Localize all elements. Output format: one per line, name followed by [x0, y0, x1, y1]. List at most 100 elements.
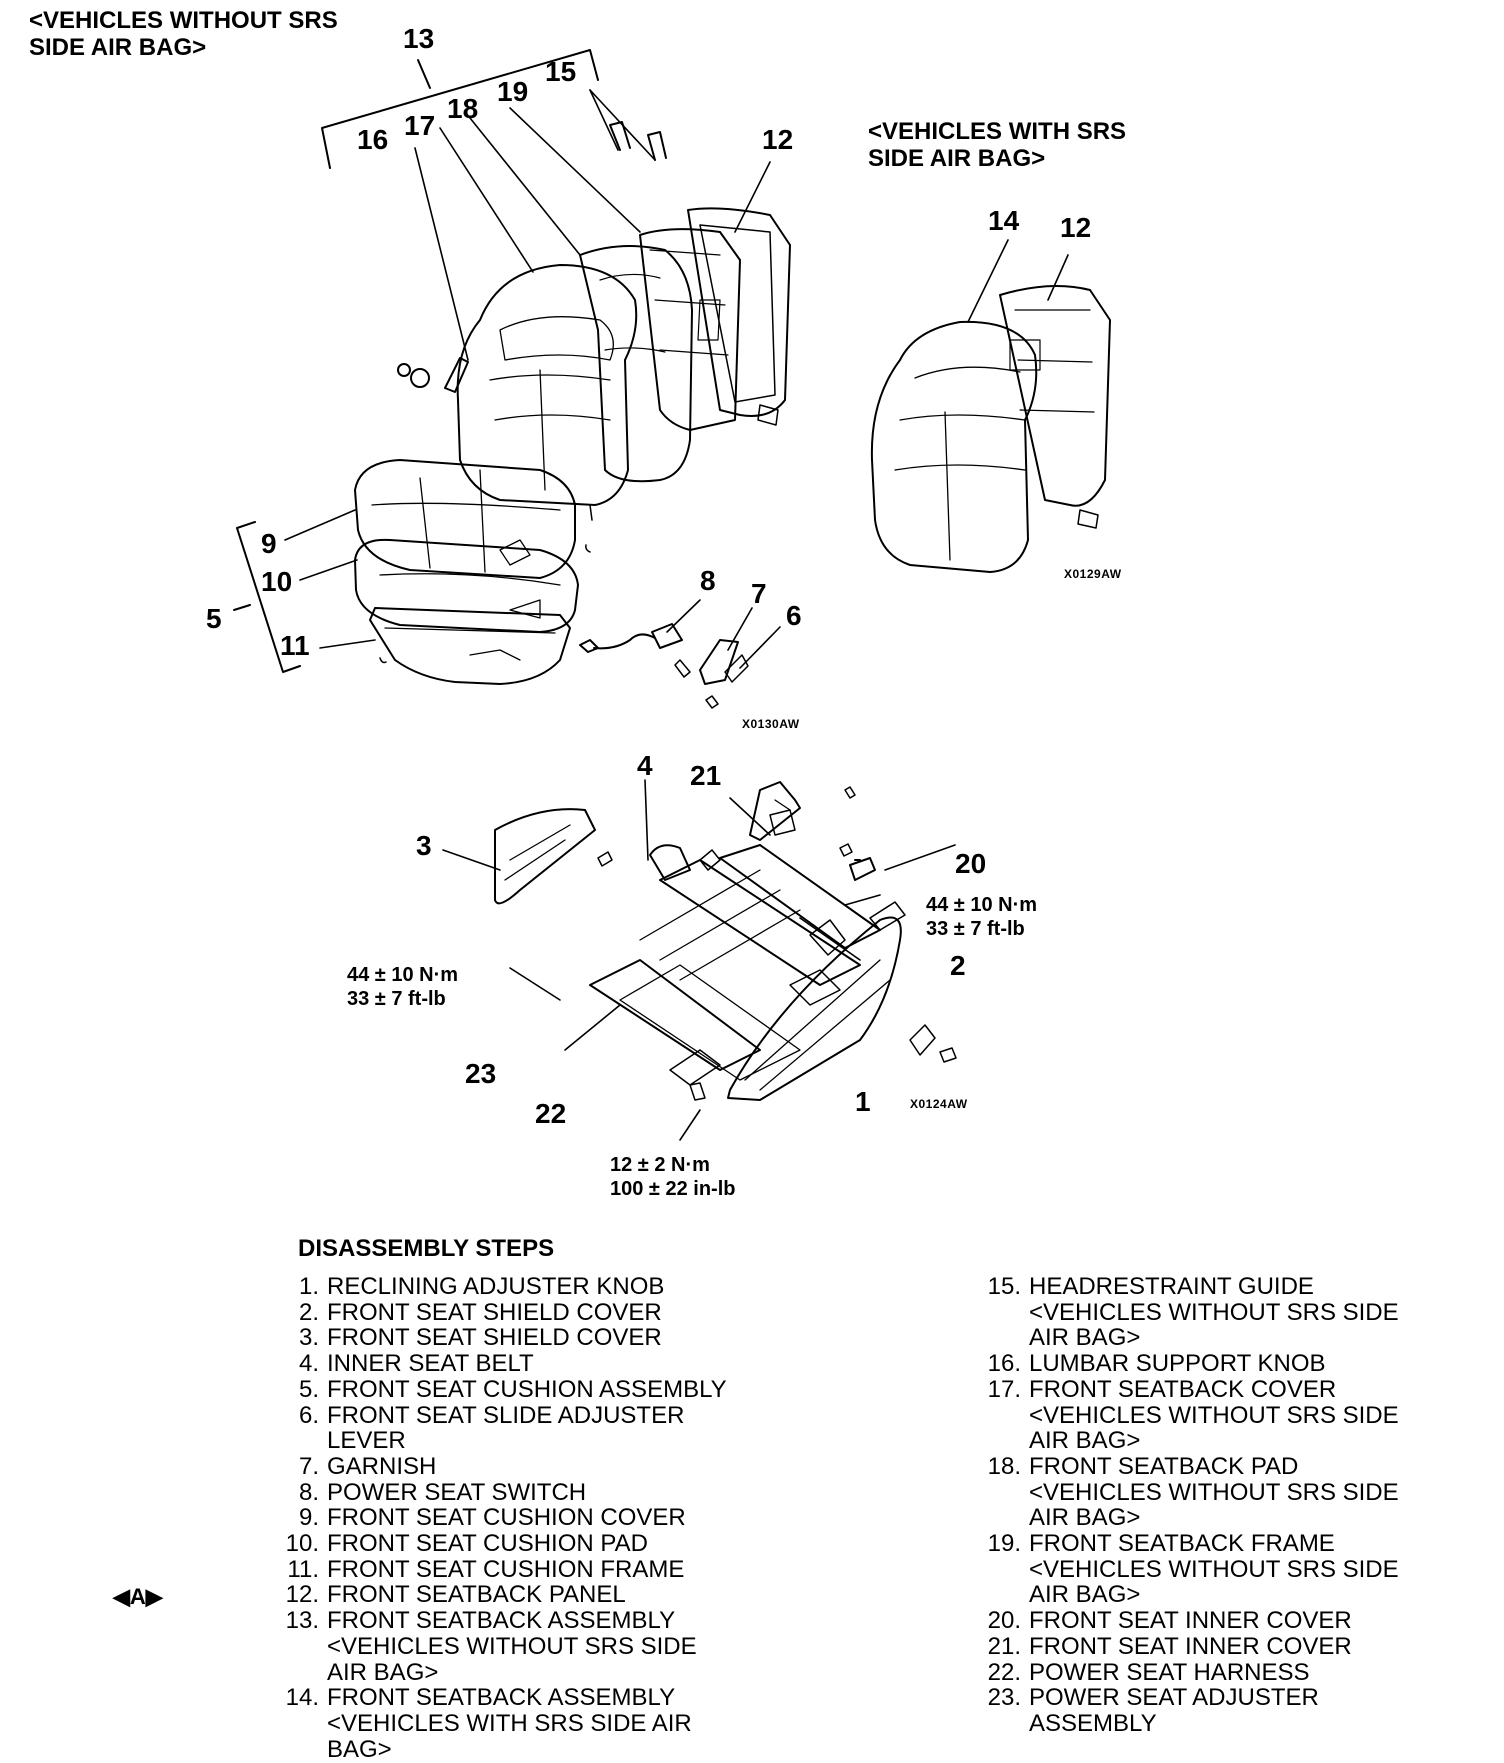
callout-18: 18: [447, 93, 479, 124]
step-text: FRONT SEAT CUSHION ASSEMBLY: [327, 1375, 727, 1403]
step-text-continued: BAG>: [327, 1735, 392, 1763]
step-item: 1. RECLINING ADJUSTER KNOB: [283, 1274, 783, 1300]
callout-16: 16: [357, 124, 389, 155]
step-text: FRONT SEATBACK PAD: [1029, 1452, 1299, 1480]
steps-title: DISASSEMBLY STEPS: [298, 1235, 555, 1262]
callout-11: 11: [280, 630, 310, 661]
seat-adjuster-drawing: [494, 781, 957, 1101]
step-text-continued: ASSEMBLY: [1029, 1709, 1157, 1737]
step-text-continued: AIR BAG>: [1029, 1581, 1141, 1609]
bracket-5: [233, 521, 301, 673]
step-text: RECLINING ADJUSTER KNOB: [327, 1273, 665, 1300]
step-item: 9.FRONT SEAT CUSHION COVER: [283, 1505, 783, 1531]
steps-list-right: 15. HEADRESTRAINT GUIDE <VEHICLES WITHOUT …: [985, 1274, 1485, 1737]
step-text: POWER SEAT ADJUSTER: [1029, 1684, 1319, 1712]
step-text: FRONT SEAT SLIDE ADJUSTER: [327, 1401, 685, 1429]
step-number: 13.: [285, 1607, 319, 1635]
callout-1: 1: [855, 1086, 871, 1117]
step-item: 8. POWER SEAT SWITCH: [283, 1478, 783, 1506]
step-number: 15.: [987, 1273, 1021, 1300]
step-text-continued: <VEHICLES WITHOUT SRS SIDE: [1029, 1555, 1399, 1583]
bracket-13: [321, 49, 599, 169]
step-text: FRONT SEATBACK COVER: [1029, 1375, 1337, 1403]
torque-right: 44 ± 10 N·m 33 ± 7 ft-lb: [926, 893, 1037, 941]
step-text: HEADRESTRAINT GUIDE: [1029, 1273, 1314, 1300]
callout-13: 13: [403, 23, 435, 54]
step-text-continued: AIR BAG>: [327, 1658, 439, 1686]
callout-12-right: 12: [1060, 212, 1092, 243]
callout-4: 4: [637, 750, 653, 781]
callout-21: 21: [690, 760, 722, 791]
step-item: 7.GARNISH: [283, 1454, 783, 1480]
leader-lines: [284, 89, 1069, 1141]
step-text-continued: LEVER: [327, 1427, 406, 1455]
torque-left-ftlb: 33 ± 7 ft-lb: [347, 988, 446, 1010]
seatback-pad-drawing: [579, 245, 693, 483]
header-without-srs-line1: <VEHICLES WITHOUT SRS: [29, 7, 338, 34]
step-item: 11.FRONT SEAT CUSHION FRAME: [283, 1557, 783, 1583]
step-text: POWER SEAT HARNESS: [1029, 1658, 1310, 1686]
step-text: FRONT SEAT CUSHION COVER: [327, 1504, 686, 1532]
step-text-continued: <VEHICLES WITHOUT SRS SIDE: [1029, 1401, 1399, 1429]
figure-code-seatback: X0129AW: [1064, 567, 1122, 581]
step-item: 3.FRONT SEAT SHIELD COVER: [283, 1325, 783, 1351]
callout-3: 3: [416, 830, 432, 861]
step-item: 2.FRONT SEAT SHIELD COVER: [283, 1299, 783, 1326]
torque-bottom-nm: 12 ± 2 N·m: [610, 1154, 710, 1176]
step-number: 19.: [987, 1530, 1021, 1558]
callout-9: 9: [261, 528, 277, 559]
step-text: FRONT SEAT CUSHION PAD: [327, 1530, 648, 1558]
callout-15: 15: [545, 56, 577, 87]
step-text: FRONT SEATBACK ASSEMBLY: [327, 1607, 676, 1635]
step-item: 19.FRONT SEATBACK FRAME<VEHICLES WITHOUT…: [985, 1531, 1485, 1608]
step-number: 17.: [987, 1375, 1021, 1403]
step-item: 4. INNER SEAT BELT: [283, 1351, 783, 1377]
torque-left-nm: 44 ± 10 N·m: [347, 964, 459, 986]
step-number: 1.: [298, 1273, 319, 1300]
step-item: 22.POWER SEAT HARNESS: [985, 1658, 1485, 1686]
callout-5: 5: [206, 603, 222, 634]
step-number: 6.: [298, 1401, 319, 1429]
step-item: 13.FRONT SEATBACK ASSEMBLY<VEHICLES WITH…: [283, 1608, 783, 1685]
step-number: 5.: [298, 1375, 319, 1403]
callout-6: 6: [786, 600, 802, 631]
callout-12-left: 12: [762, 124, 794, 155]
cushion-cover-drawing: [354, 459, 576, 579]
header-without-srs-line2: SIDE AIR BAG>: [29, 34, 207, 61]
callout-22: 22: [535, 1098, 567, 1129]
seatback-frame-drawing: [609, 121, 791, 431]
lumbar-knob-drawing: [397, 357, 469, 393]
header-without-srs: <VEHICLES WITHOUT SRS SIDE AIR BAG>: [29, 7, 338, 61]
step-number: 3.: [298, 1324, 319, 1352]
step-number: 14.: [285, 1684, 319, 1712]
step-text: FRONT SEAT INNER COVER: [1029, 1632, 1352, 1660]
step-item: 21.FRONT SEAT INNER COVER: [985, 1634, 1485, 1660]
step-text-continued: <VEHICLES WITH SRS SIDE AIR: [327, 1709, 692, 1737]
step-number: 12.: [285, 1581, 319, 1609]
cushion-frame-drawing: [369, 607, 571, 685]
step-text: FRONT SEATBACK PANEL: [327, 1581, 626, 1609]
step-item: 10. FRONT SEAT CUSHION PAD: [283, 1531, 783, 1557]
step-text-continued: AIR BAG>: [1029, 1504, 1141, 1532]
step-number: 10.: [285, 1530, 319, 1558]
step-number: 4.: [298, 1350, 319, 1378]
torque-left: 44 ± 10 N·m 33 ± 7 ft-lb: [347, 963, 458, 1011]
step-text: FRONT SEATBACK ASSEMBLY: [327, 1684, 676, 1712]
figure-code-cushion: X0130AW: [742, 717, 800, 731]
callout-8: 8: [700, 565, 716, 596]
seatback-srs-drawing: [870, 285, 1111, 573]
callout-14: 14: [988, 205, 1020, 236]
step-item: 15.HEADRESTRAINT GUIDE<VEHICLES WITHOUT …: [985, 1274, 1485, 1351]
step-text: INNER SEAT BELT: [327, 1350, 534, 1378]
step-item: 18.FRONT SEATBACK PAD<VEHICLES WITHOUT S…: [985, 1454, 1485, 1531]
torque-right-ftlb: 33 ± 7 ft-lb: [926, 918, 1025, 940]
step-text: POWER SEAT SWITCH: [327, 1478, 587, 1506]
step-number: 8.: [298, 1478, 319, 1506]
step-item: 14. FRONT SEATBACK ASSEMBLY<VEHICLES WITH…: [283, 1685, 783, 1762]
callout-2: 2: [950, 950, 966, 981]
step-item: 12. FRONT SEATBACK PANEL: [283, 1582, 783, 1608]
figure-code-adjuster: X0124AW: [910, 1097, 968, 1111]
step-text-continued: AIR BAG>: [1029, 1427, 1141, 1455]
